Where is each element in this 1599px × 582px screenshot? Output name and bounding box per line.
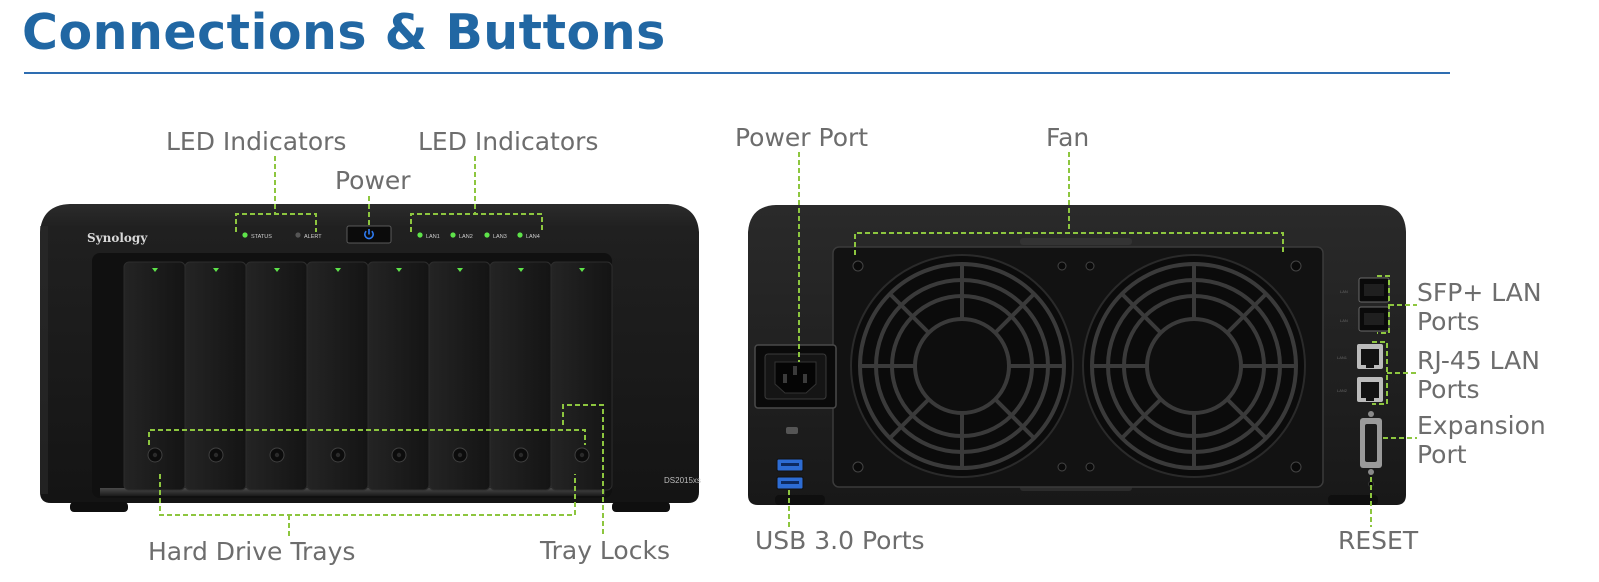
port-label: LAN2: [1337, 388, 1348, 393]
power-button[interactable]: [346, 225, 392, 244]
expansion-port[interactable]: [1360, 411, 1382, 475]
port-label: LAN: [1340, 318, 1348, 323]
front-foot-left: [70, 502, 128, 512]
rear-foot-right: [1328, 495, 1378, 505]
callout-trays-bottom: [159, 474, 576, 516]
led-label-lan3: LAN3: [493, 234, 507, 240]
usb-ports[interactable]: [776, 458, 804, 490]
sfp-lan-ports[interactable]: LAN LAN: [1340, 277, 1390, 332]
front-unit: Synology DS2015xs STATUS ALERT LAN1 LAN2…: [40, 204, 701, 512]
led-label-status: STATUS: [251, 234, 272, 240]
brand-logo: Synology: [87, 231, 148, 245]
drive-tray[interactable]: [306, 261, 369, 491]
model-label: DS2015xs: [664, 476, 701, 485]
callout-tray-locks: [562, 404, 604, 537]
label-led-indicators-left: LED Indicators: [166, 127, 347, 156]
label-led-indicators-right: LED Indicators: [418, 127, 599, 156]
drive-tray[interactable]: [123, 261, 186, 491]
label-expansion-port: Expansion Port: [1417, 411, 1546, 469]
fan-right: [1082, 254, 1306, 478]
drive-tray[interactable]: [367, 261, 430, 491]
callout-led-right: [410, 213, 543, 232]
drive-bays: [123, 261, 613, 491]
drive-tray[interactable]: [428, 261, 491, 491]
page-title: Connections & Buttons: [22, 4, 666, 61]
drive-tray[interactable]: [245, 261, 308, 491]
power-port[interactable]: [754, 344, 837, 409]
label-rj45-lan-ports: RJ-45 LAN Ports: [1417, 346, 1540, 404]
label-usb-ports: USB 3.0 Ports: [755, 526, 925, 555]
rear-foot-left: [775, 495, 825, 505]
label-fan: Fan: [1046, 123, 1090, 152]
rj45-lan-ports[interactable]: LAN1 LAN2: [1337, 344, 1383, 402]
drive-tray[interactable]: [184, 261, 247, 491]
callout-lines: [148, 152, 1417, 537]
label-power: Power: [335, 166, 411, 195]
led-label-lan4: LAN4: [526, 234, 540, 240]
lock-slot-icon: [786, 427, 798, 434]
drive-tray[interactable]: [489, 261, 552, 491]
label-reset: RESET: [1338, 526, 1419, 555]
led-label-alert: ALERT: [304, 234, 322, 240]
label-tray-locks: Tray Locks: [540, 536, 670, 565]
callout-trays-top: [148, 429, 586, 445]
fan-left: [850, 254, 1074, 478]
label-hard-drive-trays: Hard Drive Trays: [148, 537, 356, 566]
led-label-lan1: LAN1: [426, 234, 440, 240]
label-sfp-lan-ports: SFP+ LAN Ports: [1417, 278, 1542, 336]
port-label: LAN1: [1337, 355, 1348, 360]
port-label: LAN: [1340, 289, 1348, 294]
power-icon: [364, 229, 374, 240]
drive-tray[interactable]: [550, 261, 613, 491]
front-foot-right: [612, 502, 670, 512]
title-rule: [24, 72, 1450, 74]
front-led-panel: STATUS ALERT LAN1 LAN2 LAN3 LAN4: [242, 232, 540, 240]
rear-unit: LAN LAN LAN1 LAN2: [748, 205, 1406, 505]
led-label-lan2: LAN2: [459, 234, 473, 240]
callout-rj45: [1372, 341, 1388, 405]
label-power-port: Power Port: [735, 123, 869, 152]
